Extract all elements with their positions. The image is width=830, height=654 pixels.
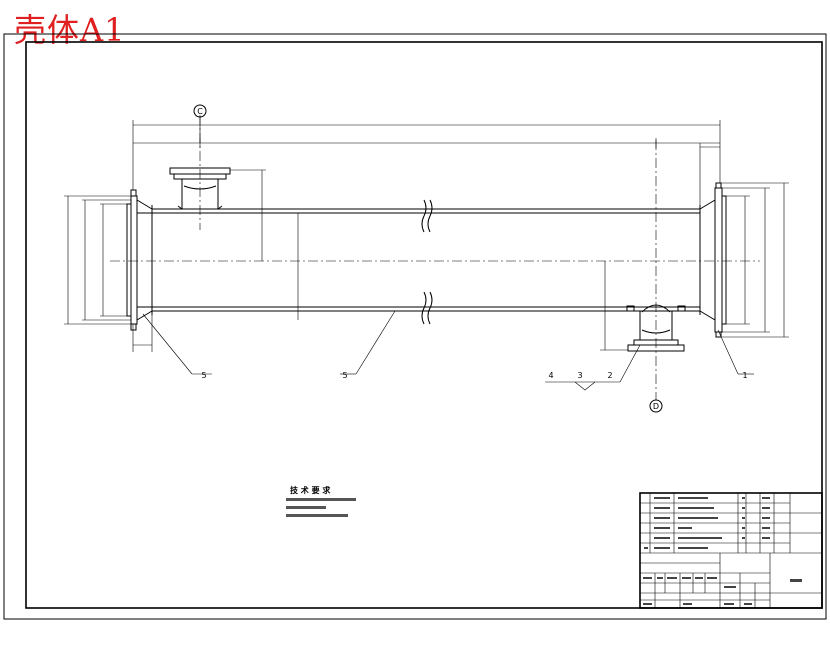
outer-border xyxy=(3,33,827,620)
part-label-3: 3 xyxy=(577,371,582,380)
left-dimensions xyxy=(64,195,153,352)
drawing-title: 壳体A1 xyxy=(14,11,126,49)
tech-req-heading: 技 术 要 求 xyxy=(290,485,331,495)
svg-text:D: D xyxy=(653,402,659,411)
title-block-text-marks xyxy=(643,497,802,605)
top-dimensions xyxy=(132,120,721,205)
callout-c: C xyxy=(193,104,207,143)
right-flange xyxy=(699,182,727,338)
middle-dimensions xyxy=(230,169,628,351)
left-flange xyxy=(126,189,153,331)
title-block xyxy=(639,492,823,609)
part-label-5-left: 5 xyxy=(201,371,206,380)
part-label-2: 2 xyxy=(607,371,612,380)
tech-req-lines xyxy=(286,498,356,517)
svg-text:C: C xyxy=(197,107,203,116)
callout-d: D xyxy=(649,399,663,413)
part-label-4: 4 xyxy=(548,371,553,380)
part-label-5-middle: 5 xyxy=(342,371,347,380)
inner-frame xyxy=(25,41,823,609)
part-leaders xyxy=(142,310,754,391)
part-label-1: 1 xyxy=(742,371,747,380)
shell-body xyxy=(152,199,700,325)
right-dimensions xyxy=(721,182,789,338)
bottom-nozzle xyxy=(626,140,686,400)
